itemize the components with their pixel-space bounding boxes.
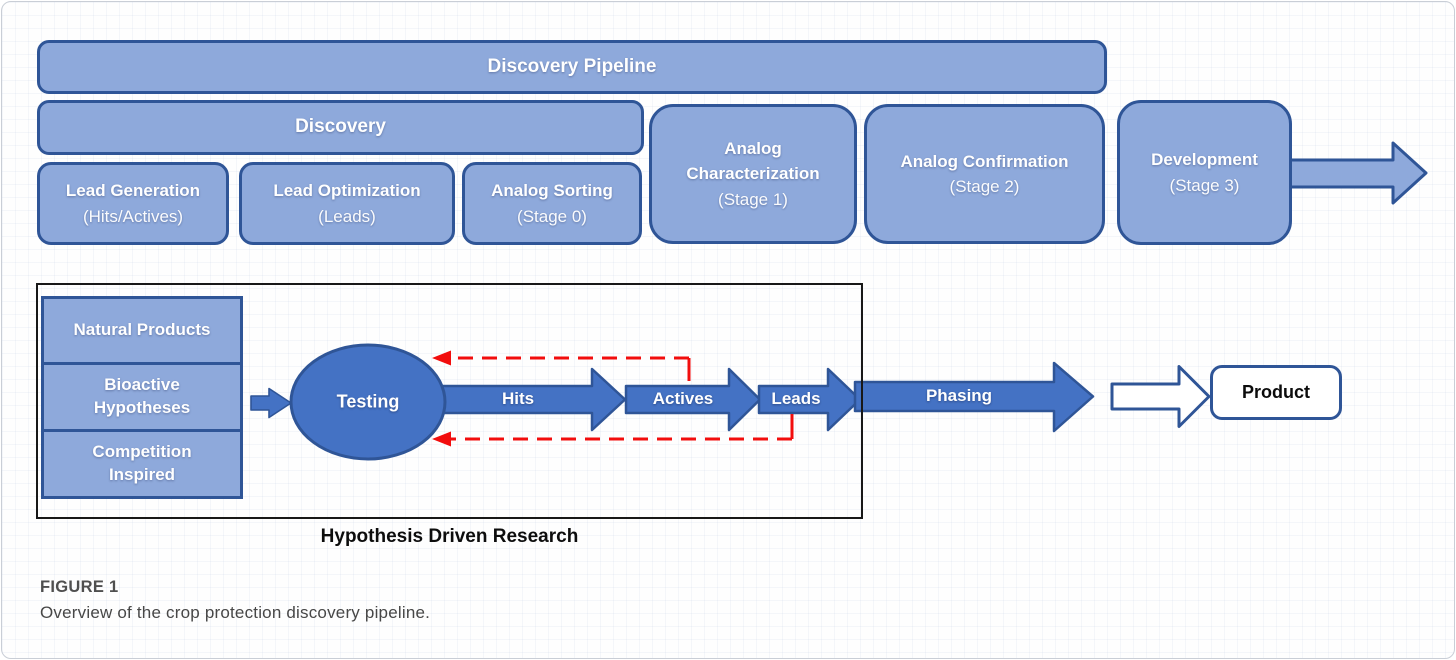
- stage-label: Lead Generation: [65, 181, 201, 200]
- source-label: Hypotheses: [93, 398, 191, 417]
- figure-label: FIGURE 1: [40, 578, 119, 596]
- stage-sublabel: (Stage 2): [949, 177, 1020, 196]
- idea-source-stack: Natural Products Bioactive Hypotheses Co…: [41, 296, 243, 499]
- stage-box-development: Development (Stage 3): [1117, 100, 1292, 245]
- discovery-pipeline-title: Discovery Pipeline: [487, 55, 657, 77]
- stage-box-lead-optimization: Lead Optimization (Leads): [239, 162, 455, 245]
- testing-label: Testing: [336, 391, 400, 412]
- discovery-group-banner: Discovery: [37, 100, 644, 155]
- discovery-group-label: Discovery: [295, 116, 386, 138]
- source-box-competition-inspired: Competition Inspired: [41, 429, 243, 499]
- source-label: Natural Products: [73, 320, 211, 340]
- source-label: Inspired: [108, 465, 176, 484]
- source-box-natural-products: Natural Products: [41, 296, 243, 365]
- hits-label: Hits: [501, 389, 535, 408]
- stage-sublabel: (Stage 0): [517, 206, 587, 226]
- discovery-pipeline-banner: Discovery Pipeline: [37, 40, 1107, 94]
- stage-sublabel: (Leads): [318, 206, 376, 226]
- product-label: Product: [1241, 382, 1310, 402]
- source-label: Competition: [92, 442, 192, 462]
- stage-label: Analog: [724, 138, 782, 158]
- leads-label: Leads: [771, 389, 821, 408]
- stage-box-analog-confirmation: Analog Confirmation (Stage 2): [864, 104, 1105, 244]
- hypothesis-research-outline: [36, 283, 863, 519]
- phasing-label: Phasing: [925, 386, 993, 405]
- stage-sublabel: (Hits/Actives): [82, 206, 184, 226]
- actives-label: Actives: [652, 389, 714, 408]
- stage-label: Development: [1151, 150, 1258, 169]
- product-box: Product: [1210, 365, 1342, 420]
- stage-box-analog-sorting: Analog Sorting (Stage 0): [462, 162, 642, 245]
- stage-label: Analog Confirmation: [900, 151, 1069, 171]
- stage-label: Lead Optimization: [273, 181, 421, 200]
- stage-box-analog-characterization: Analog Characterization (Stage 1): [649, 104, 857, 244]
- figure-caption: Overview of the crop protection discover…: [40, 603, 431, 622]
- source-label: Bioactive: [104, 375, 180, 395]
- stage-label: Analog Sorting: [491, 181, 613, 200]
- product-arrow: [1110, 365, 1211, 428]
- stage-label: Characterization: [686, 164, 820, 184]
- source-box-bioactive-hypotheses: Bioactive Hypotheses: [41, 362, 243, 432]
- hypothesis-research-caption: Hypothesis Driven Research: [320, 526, 579, 547]
- stage-box-lead-generation: Lead Generation (Hits/Actives): [37, 162, 229, 245]
- stage-sublabel: (Stage 1): [718, 189, 788, 209]
- stage-sublabel: (Stage 3): [1169, 175, 1240, 195]
